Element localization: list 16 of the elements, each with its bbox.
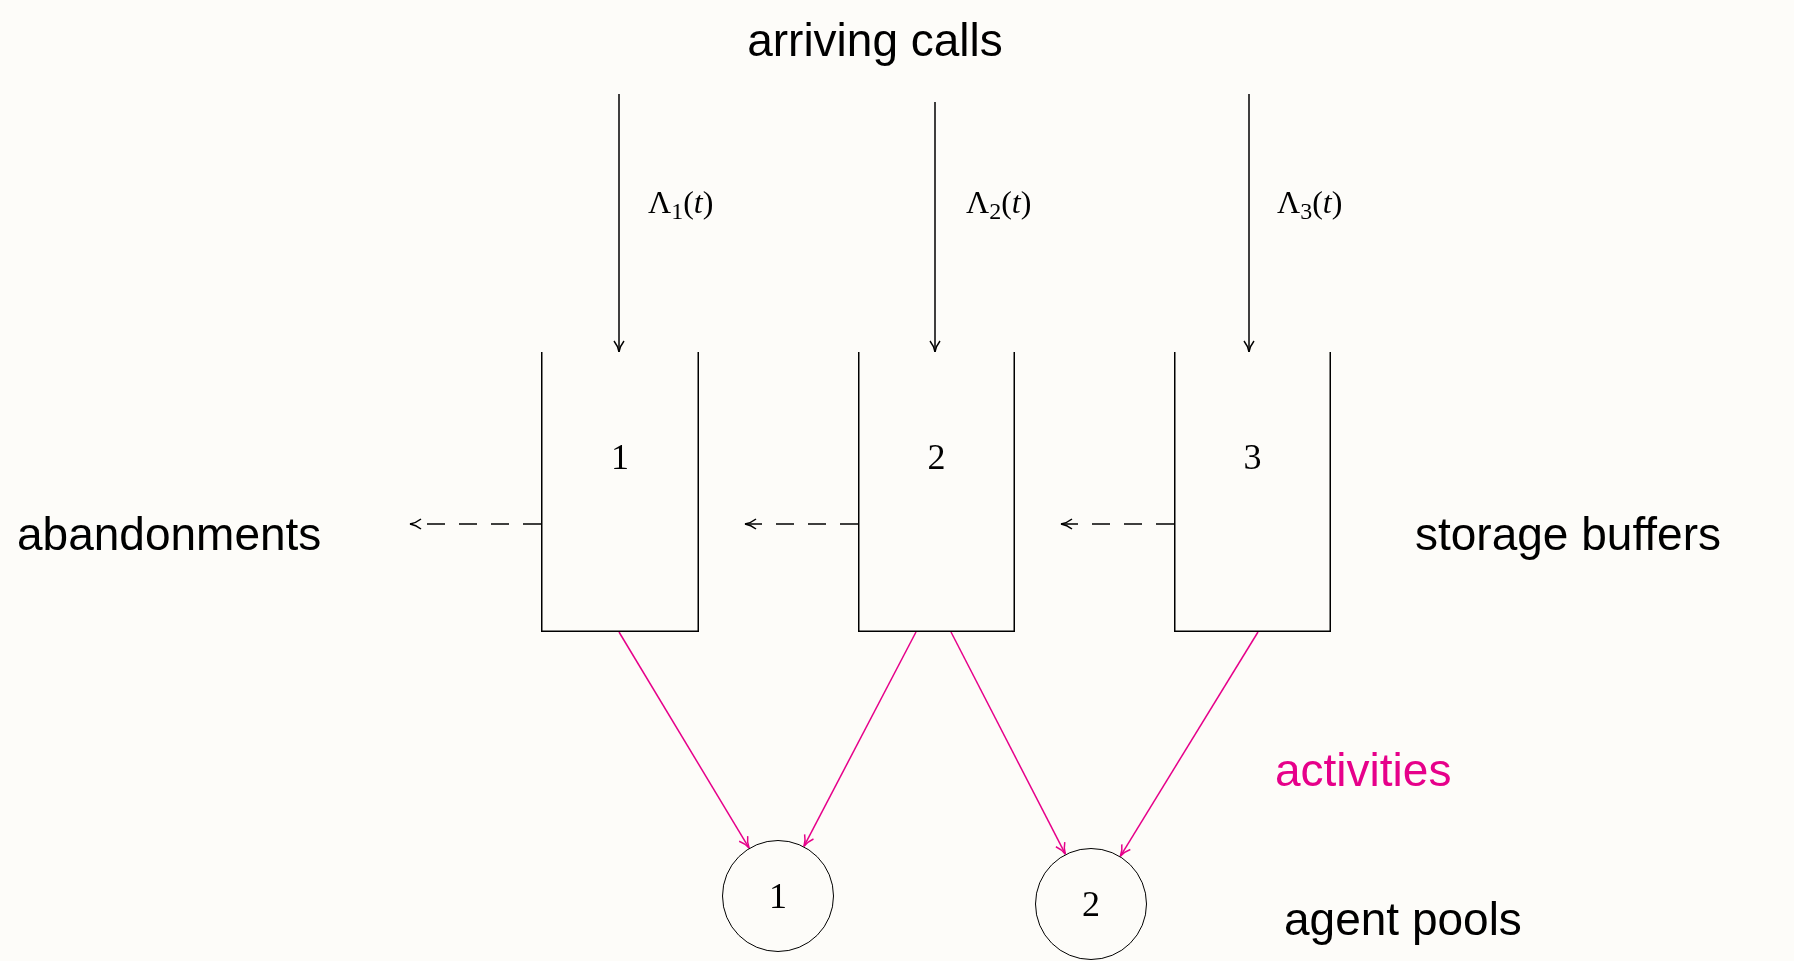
node-number: 3 — [1243, 436, 1262, 479]
buffer-container — [1174, 352, 1331, 632]
edge-label: Λ$_{1}$(t) — [648, 183, 714, 226]
diagram-label: storage buffers — [1415, 507, 1721, 562]
node-number: 1 — [611, 436, 629, 479]
edge-label: Λ$_{3}$(t) — [1277, 183, 1343, 226]
edge-label: Λ$_{2}$(t) — [966, 183, 1032, 226]
diagram-label: arriving calls — [747, 13, 1003, 68]
node-number: 1 — [769, 875, 787, 918]
buffer-container — [858, 352, 1015, 632]
diagram-label: agent pools — [1284, 892, 1522, 947]
node-number: 2 — [927, 436, 946, 479]
buffer-container — [541, 352, 699, 632]
diagram-label: abandonments — [17, 507, 322, 562]
diagram-label: activities — [1275, 743, 1452, 798]
node-number: 2 — [1082, 883, 1100, 926]
